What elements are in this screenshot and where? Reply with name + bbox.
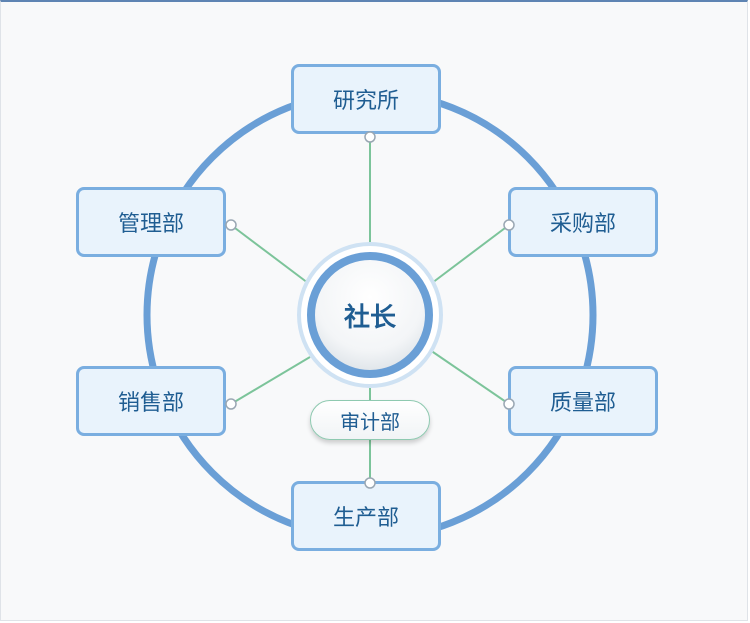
dept-research[interactable]: 研究所 (291, 64, 441, 134)
dept-production[interactable]: 生产部 (291, 481, 441, 551)
connector-purchasing (431, 224, 510, 284)
connector-management (230, 224, 309, 284)
dept-management[interactable]: 管理部 (76, 187, 226, 257)
dept-quality[interactable]: 质量部 (508, 366, 658, 436)
connector-quality (429, 349, 510, 405)
dept-purchasing[interactable]: 采购部 (508, 187, 658, 257)
ceo-ring (307, 252, 433, 378)
dept-audit[interactable]: 审计部 (310, 400, 430, 440)
dept-sales[interactable]: 销售部 (76, 366, 226, 436)
connector-sales (230, 356, 311, 405)
